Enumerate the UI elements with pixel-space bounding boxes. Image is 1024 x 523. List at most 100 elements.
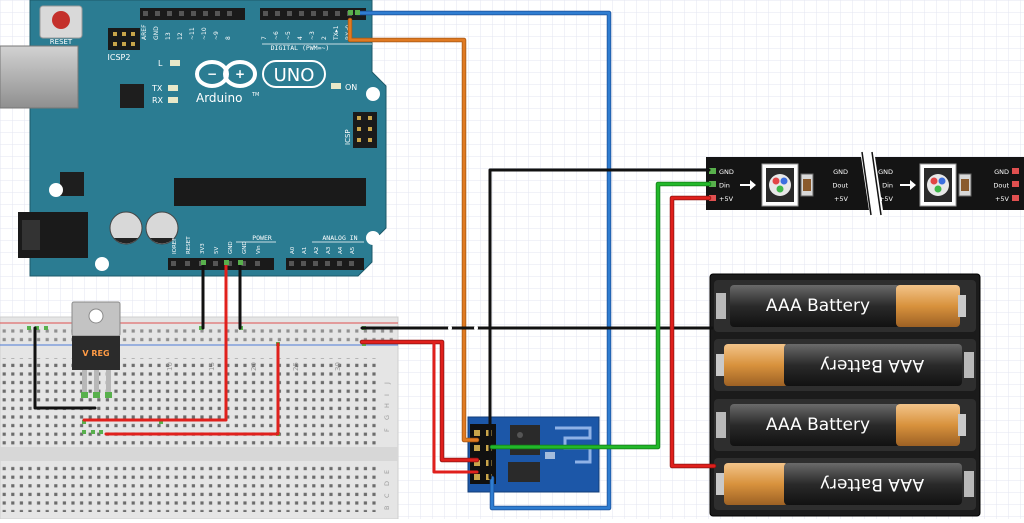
wire-black-strip-gnd <box>488 168 711 480</box>
icsp-header <box>353 112 377 148</box>
analog-pin-label: A0 <box>290 246 296 254</box>
breadboard-column-number: 30 <box>334 362 342 371</box>
digital-header-label: DIGITAL (PWM=~) <box>271 44 330 52</box>
svg-text:+: + <box>235 67 245 81</box>
led-l <box>170 60 180 66</box>
wire-orange <box>348 18 479 442</box>
atmega-chip <box>174 178 366 206</box>
strip-pin-label: GND <box>878 168 893 176</box>
digital-pin-label: ~10 <box>201 27 208 40</box>
regulator-label: V REG <box>82 349 109 358</box>
strip-pin-label: Din <box>882 182 893 190</box>
led-on <box>331 83 341 89</box>
analog-pin-label: A4 <box>338 246 344 254</box>
power-pin-label: IOREF <box>172 238 178 254</box>
wires <box>33 10 717 511</box>
model-label: UNO <box>274 65 315 86</box>
capacitor-1 <box>109 211 143 245</box>
breadboard-column-number: 10 <box>166 362 174 371</box>
aaa-battery: AAA Battery <box>714 458 976 510</box>
analog-pin-label: A5 <box>350 246 356 254</box>
voltage-regulator: V REG <box>71 301 121 398</box>
trademark: TM <box>251 92 259 98</box>
icsp2-label: ICSP2 <box>108 53 131 62</box>
icsp2-header <box>108 28 140 50</box>
rgb-led-2 <box>919 163 957 207</box>
digital-pin-label: AREF <box>141 24 148 40</box>
digital-pin-label: ~3 <box>309 31 316 40</box>
arduino-logo: − + <box>195 60 257 88</box>
wire-red-arduino-5v <box>82 260 228 422</box>
battery-label: AAA Battery <box>766 415 870 435</box>
digital-pin-label: 8 <box>225 36 232 40</box>
strip-pin-label: Din <box>719 182 730 190</box>
wire-red-rail <box>104 342 280 436</box>
digital-pin-label: ~9 <box>213 31 220 40</box>
power-pin-label: Vin <box>256 245 262 254</box>
pcb-antenna <box>555 426 592 464</box>
breadboard-row-letter: H <box>383 403 391 408</box>
battery-label: AAA Battery <box>820 474 924 494</box>
analog-pin-label: A2 <box>314 247 320 254</box>
regulator-chip <box>60 172 84 196</box>
breadboard-row-letter: G <box>383 415 391 420</box>
wire-red-esp-power <box>360 340 479 462</box>
breadboard-column-number: 25 <box>292 362 300 371</box>
esp-chip <box>510 425 540 455</box>
breadboard-row-letter: D <box>383 481 391 486</box>
led-l-label: L <box>158 59 163 68</box>
digital-pin-label: TX▸1 <box>333 25 340 41</box>
flash-chip <box>508 462 540 482</box>
led-on-label: ON <box>345 83 357 92</box>
wire-black-regulator-gnd <box>33 326 97 410</box>
power-pin-label: 3V3 <box>200 243 206 254</box>
usb-connector <box>0 45 79 109</box>
usb-chip <box>120 84 144 108</box>
reset-label: RESET <box>50 38 73 46</box>
digital-pin-label: ~5 <box>285 31 292 40</box>
wire-green-data <box>490 182 711 449</box>
analog-pin-label: A1 <box>302 247 308 254</box>
breadboard-column-number: 20 <box>250 362 258 371</box>
strip-pin-label: Dout <box>832 182 848 190</box>
breadboard-row-letter: B <box>383 506 391 510</box>
strip-pin-label: GND <box>833 168 848 176</box>
breadboard-row-letter: J <box>383 382 391 385</box>
led-rx <box>168 97 178 103</box>
power-header <box>168 258 274 270</box>
uno-badge <box>262 60 326 88</box>
digital-pin-label: ~6 <box>273 31 280 40</box>
power-pin-label: GND <box>242 241 248 254</box>
breadboard-row-letter: I <box>383 394 391 396</box>
battery-label: AAA Battery <box>820 355 924 375</box>
strip-pin-label: +5V <box>879 195 894 203</box>
power-pin-label: 5V <box>214 247 220 254</box>
strip-pin-label: +5V <box>719 195 734 203</box>
power-label: POWER <box>252 234 272 242</box>
wire-blue <box>355 11 611 510</box>
capacitor-2 <box>145 211 179 245</box>
strip-pin-label: +5V <box>834 195 849 203</box>
breadboard-row-letter: E <box>383 470 391 474</box>
esp-wifi-module <box>467 416 600 493</box>
wire-red-battery-plus <box>670 196 716 468</box>
strip-pin-label: Dout <box>993 182 1009 190</box>
svg-text:−: − <box>207 67 217 81</box>
digital-pin-label: 2 <box>321 36 328 40</box>
strip-pin-label: GND <box>719 168 734 176</box>
digital-pin-label: ~11 <box>189 27 196 40</box>
rgb-led-1 <box>761 163 799 207</box>
led-tx-label: TX <box>151 84 163 93</box>
digital-pin-label: 4 <box>297 36 304 40</box>
aaa-battery: AAA Battery <box>714 399 976 451</box>
battery-label: AAA Battery <box>766 296 870 316</box>
